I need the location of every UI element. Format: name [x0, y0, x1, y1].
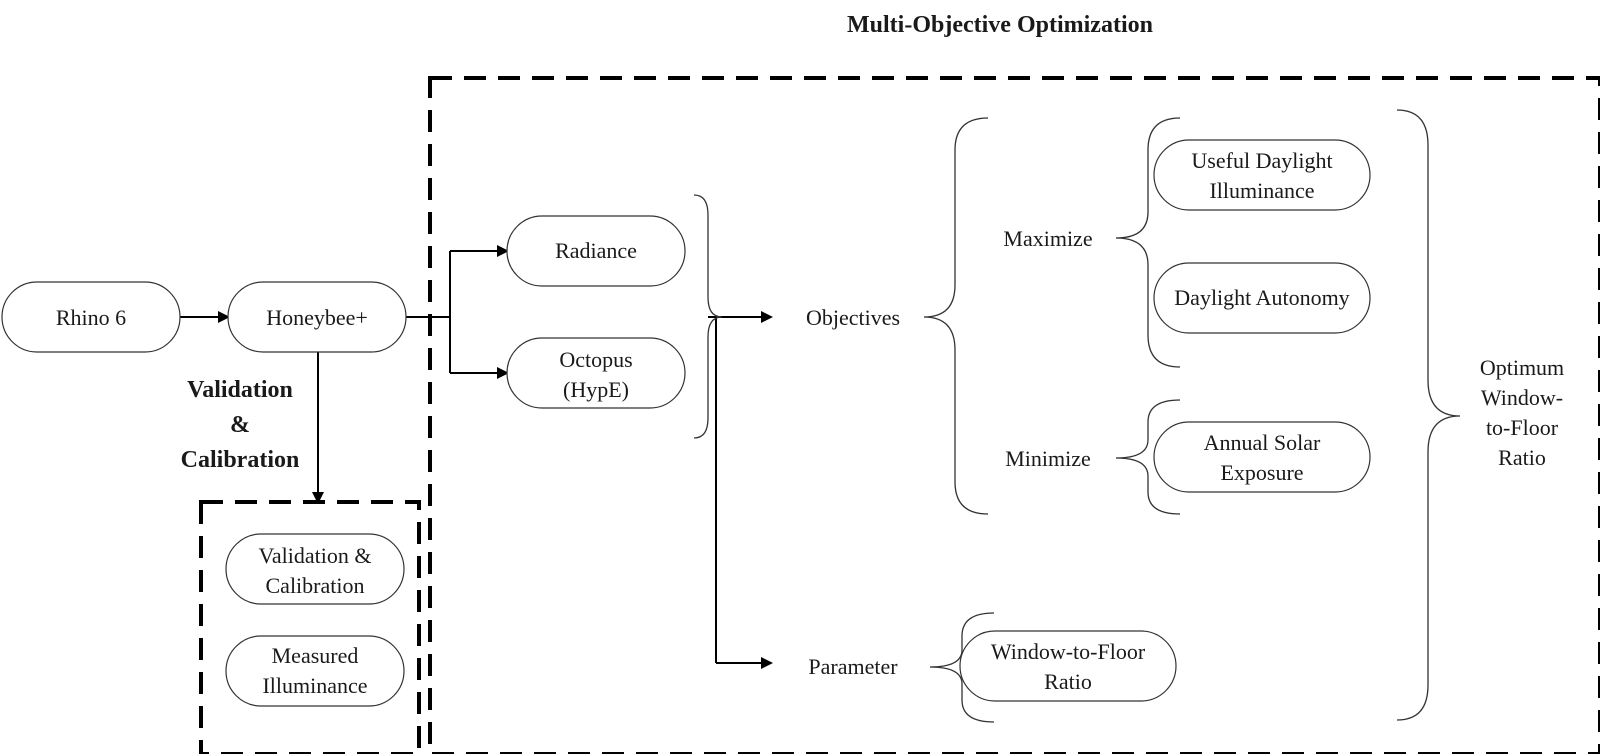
- diagram-title: Multi-Objective Optimization: [847, 12, 1153, 38]
- node-validation-line1: Validation &: [258, 543, 371, 568]
- node-udi-line1: Useful Daylight: [1191, 148, 1332, 173]
- label-parameter: Parameter: [808, 654, 898, 679]
- brace-parameter: [929, 612, 995, 723]
- node-da-label: Daylight Autonomy: [1174, 285, 1349, 310]
- node-octopus: Octopus (HypE): [506, 337, 686, 409]
- validation-side-line1: Validation: [187, 377, 293, 403]
- node-measured-line2: Illuminance: [262, 673, 367, 698]
- node-rhino-label: Rhino 6: [56, 305, 126, 330]
- brace-optimum: [1396, 109, 1461, 721]
- node-wfr-line2: Ratio: [1044, 669, 1092, 694]
- node-ase-line1: Annual Solar: [1204, 430, 1321, 455]
- node-validation-line2: Calibration: [266, 573, 365, 598]
- node-ase: Annual Solar Exposure: [1153, 421, 1371, 493]
- node-ase-line2: Exposure: [1220, 460, 1303, 485]
- optimization-region: [428, 76, 1600, 754]
- node-da: Daylight Autonomy: [1153, 262, 1371, 334]
- node-octopus-line2: (HypE): [563, 377, 629, 402]
- node-wfr-line1: Window-to-Floor: [991, 639, 1146, 664]
- validation-side-line2: &: [230, 412, 250, 438]
- brace-tools: [693, 194, 723, 439]
- optimum-line1: Optimum: [1480, 355, 1564, 380]
- node-honeybee: Honeybee+: [227, 281, 407, 353]
- label-minimize: Minimize: [1005, 446, 1091, 471]
- brace-maximize: [1115, 117, 1181, 368]
- node-measured-line1: Measured: [272, 643, 359, 668]
- label-objectives: Objectives: [806, 305, 900, 330]
- node-radiance: Radiance: [506, 215, 686, 287]
- node-rhino: Rhino 6: [1, 281, 181, 353]
- node-honeybee-label: Honeybee+: [266, 305, 368, 330]
- node-octopus-line1: Octopus: [559, 347, 632, 372]
- node-udi: Useful Daylight Illuminance: [1153, 139, 1371, 211]
- optimum-line3: to-Floor: [1486, 415, 1559, 440]
- node-udi-line2: Illuminance: [1209, 178, 1314, 203]
- validation-region: [199, 500, 421, 754]
- brace-objectives: [923, 117, 989, 515]
- label-maximize: Maximize: [1003, 226, 1092, 251]
- node-radiance-label: Radiance: [555, 238, 637, 263]
- node-wfr: Window-to-Floor Ratio: [959, 630, 1177, 702]
- optimum-line4: Ratio: [1498, 445, 1546, 470]
- brace-minimize: [1115, 399, 1181, 515]
- node-measured: Measured Illuminance: [225, 635, 405, 707]
- optimum-line2: Window-: [1481, 385, 1563, 410]
- validation-side-line3: Calibration: [181, 447, 300, 473]
- node-validation: Validation & Calibration: [225, 533, 405, 605]
